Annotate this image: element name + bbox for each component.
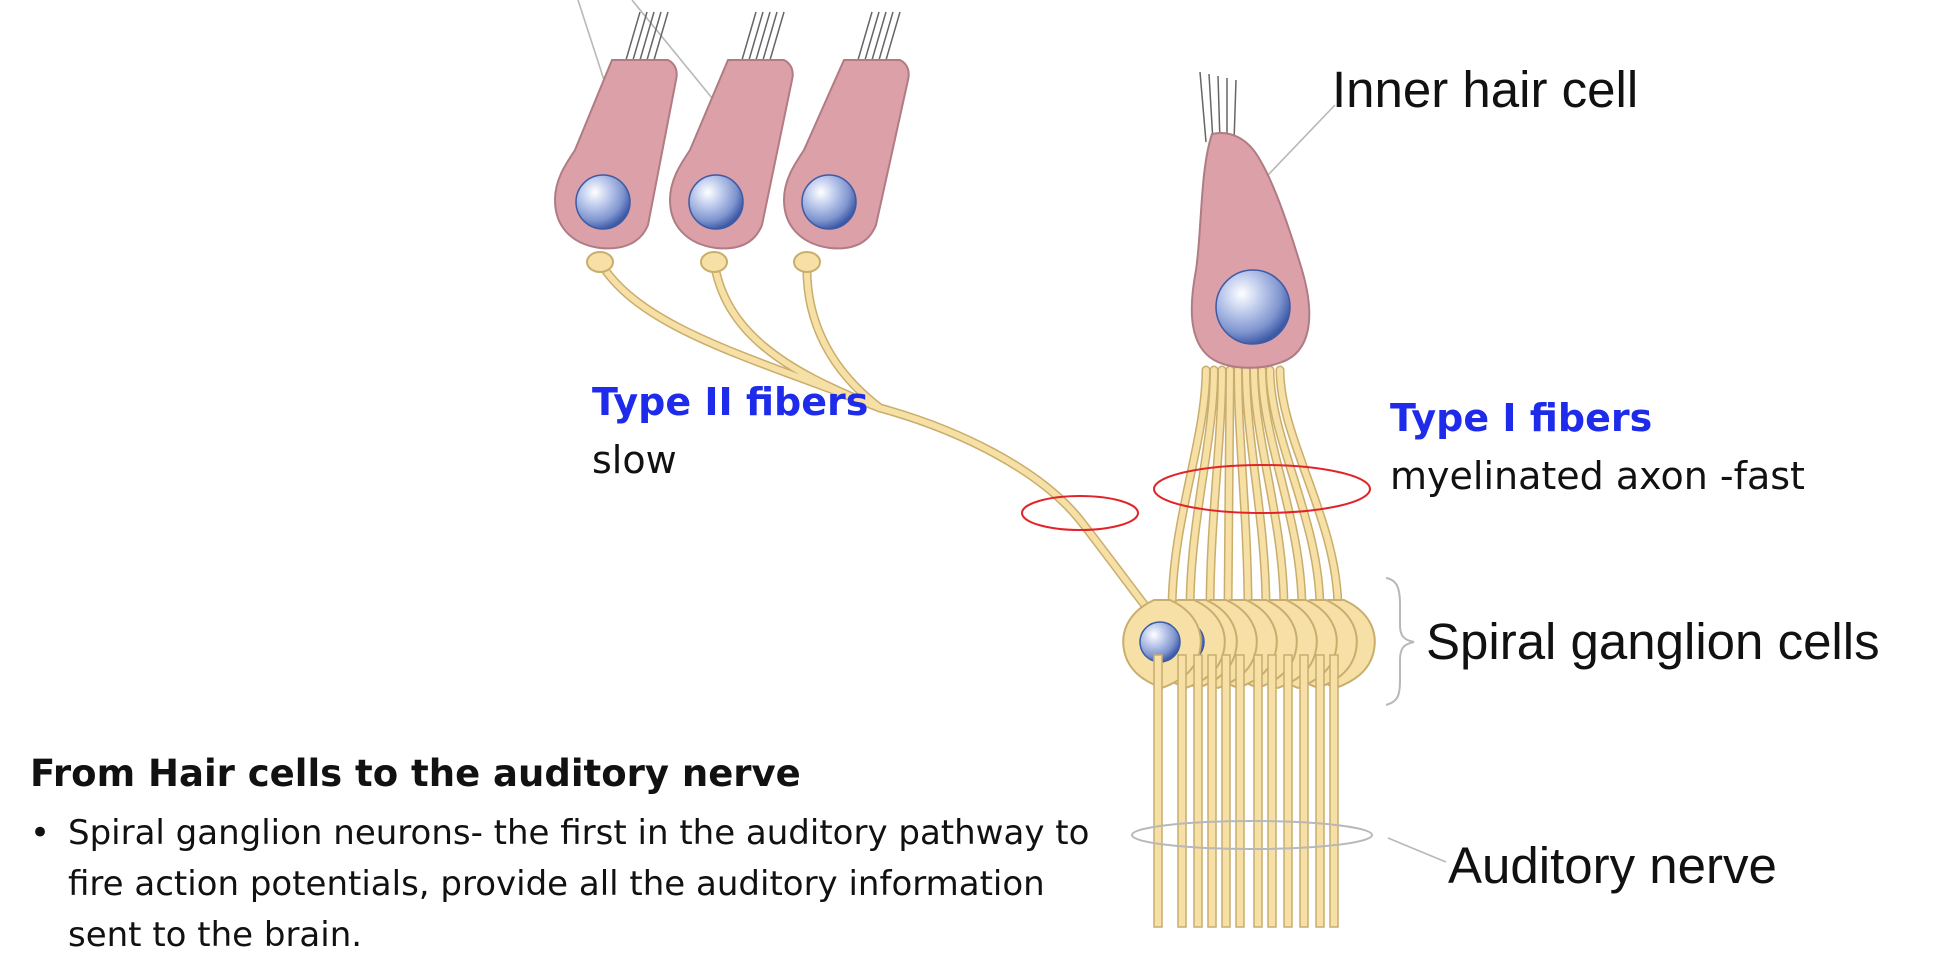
type-i-fiber bbox=[1243, 367, 1269, 613]
type-i-fiber bbox=[1267, 367, 1323, 613]
auditory-nerve-bundle-ring bbox=[1131, 820, 1373, 850]
inner-hair-cell-leader bbox=[1267, 104, 1336, 176]
type-i-fiber bbox=[1235, 367, 1251, 613]
type-ii-fiber-outline bbox=[595, 257, 1163, 627]
spiral-ganglion-cells-label: Spiral ganglion cells bbox=[1426, 613, 1880, 670]
type-ii-fibers-title: Type II fibers bbox=[592, 380, 869, 424]
type-i-fibers-title: Type I fibers bbox=[1390, 396, 1653, 440]
type-i-fiber bbox=[1207, 367, 1225, 613]
auditory-nerve-axon bbox=[1153, 654, 1163, 928]
type-i-fiber bbox=[1277, 367, 1341, 613]
auditory-nerve-axon bbox=[1267, 654, 1277, 928]
auditory-nerve-axon bbox=[1253, 654, 1263, 928]
auditory-nerve-axon bbox=[1299, 654, 1309, 928]
auditory-nerve-axon bbox=[1207, 654, 1217, 928]
type-i-highlight-ellipse bbox=[1153, 464, 1371, 514]
type-ii-fiber-fill bbox=[597, 259, 1161, 625]
inner-hair-cell bbox=[1190, 71, 1311, 369]
auditory-nerve-label: Auditory nerve bbox=[1448, 837, 1777, 894]
type-i-fibers bbox=[1167, 365, 1343, 615]
outer-hair-cell-3 bbox=[782, 11, 910, 250]
type-ii-highlight-ellipse bbox=[1021, 495, 1139, 531]
auditory-nerve-axon bbox=[1193, 654, 1203, 928]
bullet-item: Spiral ganglion neurons- the first in th… bbox=[30, 808, 1090, 961]
spiral-ganglion-brace bbox=[1385, 577, 1415, 706]
type-ii-synaptic-boutons bbox=[586, 251, 821, 273]
outer-hair-cells bbox=[553, 11, 910, 250]
section-bullet-list: Spiral ganglion neurons- the first in th… bbox=[30, 808, 1090, 961]
outer-hair-cell-1 bbox=[553, 11, 678, 250]
auditory-nerve-axon bbox=[1221, 654, 1231, 928]
type-i-fiber bbox=[1187, 367, 1217, 613]
type-i-fiber bbox=[1169, 367, 1209, 613]
auditory-nerve-axon bbox=[1283, 654, 1293, 928]
section-heading: From Hair cells to the auditory nerve bbox=[30, 752, 801, 795]
auditory-nerve-axon bbox=[1329, 654, 1339, 928]
auditory-nerve-axon bbox=[1315, 654, 1325, 928]
auditory-nerve-leader bbox=[1387, 837, 1447, 863]
type-ii-fibers bbox=[586, 251, 1163, 627]
outer-hair-cell-2 bbox=[668, 11, 794, 250]
type-i-fiber bbox=[1251, 367, 1287, 613]
auditory-nerve-axon bbox=[1235, 654, 1245, 928]
type-i-fiber bbox=[1225, 367, 1233, 613]
outer-hair-cell-leader-1 bbox=[577, 0, 605, 81]
type-i-fibers-description: myelinated axon -fast bbox=[1390, 454, 1805, 498]
auditory-nerve-axons bbox=[1153, 654, 1339, 928]
type-ii-fibers-description: slow bbox=[592, 438, 677, 482]
type-i-fiber bbox=[1259, 367, 1305, 613]
inner-hair-cell-label: Inner hair cell bbox=[1332, 61, 1639, 118]
auditory-nerve-axon bbox=[1177, 654, 1187, 928]
